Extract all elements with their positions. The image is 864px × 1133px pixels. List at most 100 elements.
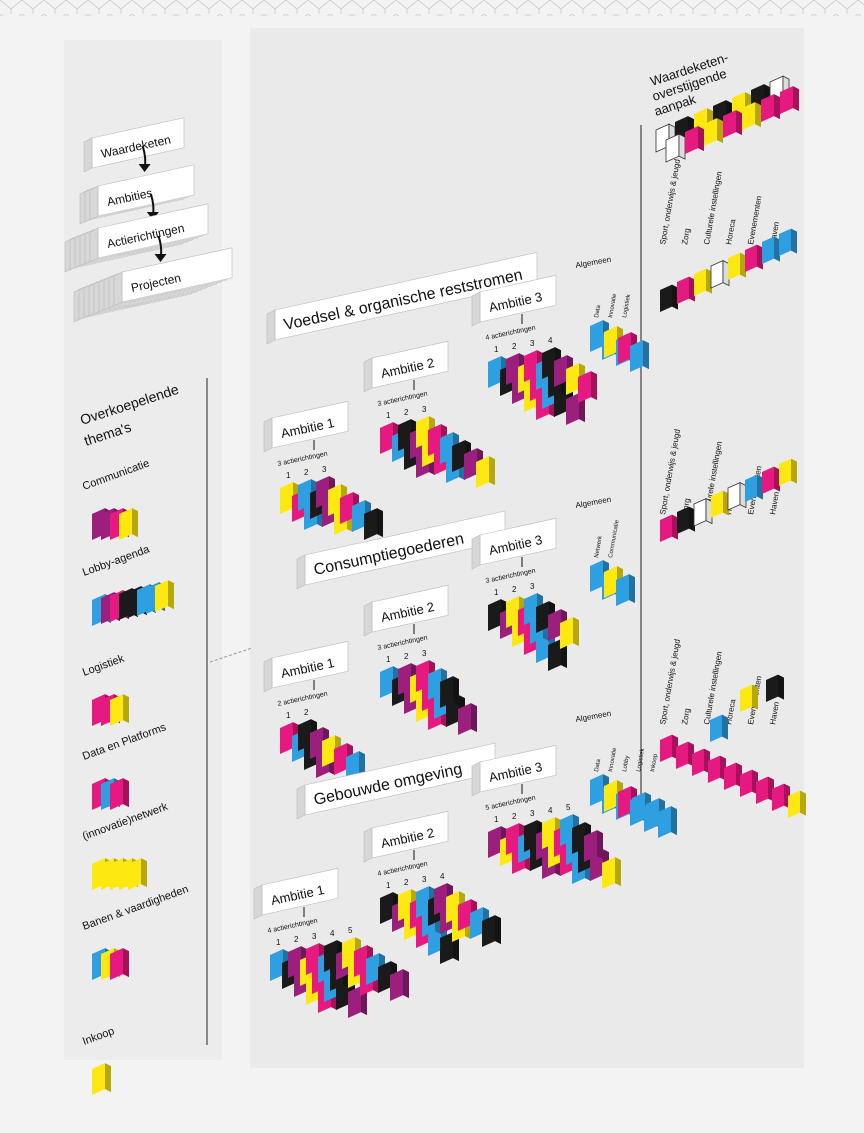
overarch-row1-block-7: [762, 236, 780, 264]
action-number-3-3-1: 1: [494, 815, 499, 824]
general-item-1-1: Data: [594, 304, 602, 318]
action-number-3-1-2: 2: [294, 935, 299, 944]
overarch-top2-block-3: [704, 118, 723, 146]
overarch-extra-block-3: [766, 674, 784, 702]
overarch-row1-block-8: [779, 228, 797, 256]
arrowhead-icon: [154, 254, 167, 262]
theme-block-5-5: [128, 858, 147, 890]
action-number-2-3-3: 3: [530, 582, 535, 591]
overarch-cat-2-2: Zorg: [680, 498, 692, 516]
overarch-row1-block-4: [710, 259, 730, 289]
overarch-row1-block-6: [745, 244, 763, 272]
action-number-1-2-3: 3: [422, 405, 427, 414]
action-number-1-3-1: 1: [494, 345, 499, 354]
action-number-3-1-3: 3: [312, 932, 317, 941]
project-block-3-3-5-3: [584, 830, 603, 862]
overarch-top2-block-1: [665, 133, 686, 163]
overarch-row2-block-4: [711, 490, 729, 518]
top-zigzag-border: [0, 0, 864, 16]
project-block-3-1-5-5: [390, 969, 409, 1001]
overarch-top2-block-6: [761, 94, 780, 122]
overarch-row2-block-8: [779, 458, 797, 486]
project-block-1-1-3-5: [364, 508, 383, 540]
overarch-cat-3-2: Zorg: [680, 708, 692, 726]
overarch-row2-block-2: [677, 506, 695, 534]
overarch-row2-block-7: [762, 466, 780, 494]
action-number-1-3-2: 2: [512, 342, 517, 351]
project-block-2-2-3-3: [440, 676, 459, 708]
action-number-1-1-1: 1: [286, 471, 291, 480]
overarch-cat-3-6: Haven: [768, 701, 781, 725]
general-item-3-4: Logistiek: [636, 747, 646, 772]
overarch-cat-1-2: Zorg: [680, 228, 692, 246]
action-number-3-2-1: 1: [386, 881, 391, 890]
overarch-cat-2-6: Haven: [768, 491, 781, 515]
action-number-3-2-3: 3: [422, 875, 427, 884]
general-item-2-1: Netwerk: [594, 535, 604, 559]
general-item-3-1: Data: [594, 758, 602, 772]
overarch-row2-block-5: [727, 481, 747, 511]
overarch-top2-block-2: [685, 126, 704, 154]
action-number-3-1-1: 1: [276, 938, 281, 947]
overarch-top2-block-7: [780, 86, 799, 114]
action-number-1-1-2: 2: [304, 468, 309, 477]
action-number-1-3-4: 4: [548, 336, 553, 345]
overarch-row2-block-3: [693, 497, 713, 527]
overarch-row1-block-1: [660, 284, 678, 312]
ambition-label-2-3: Ambitie 3: [471, 517, 557, 570]
project-block-1-3-4-4: [578, 371, 597, 403]
action-number-3-2-4: 4: [440, 872, 445, 881]
arrowhead-icon: [138, 164, 151, 172]
action-number-3-3-2: 2: [512, 812, 517, 821]
overarch-row3-block-9: [788, 790, 806, 818]
theme-block-2-8: [155, 580, 174, 612]
project-block-1-2-3-6: [476, 456, 495, 488]
project-block-3-2-4-5: [482, 915, 501, 947]
theme-block-1-4: [119, 508, 138, 540]
chain-1: Voedsel & organische reststromenAmbitie …: [263, 251, 649, 540]
action-number-2-2-3: 3: [422, 649, 427, 658]
ambition-label-2-2: Ambitie 2: [363, 584, 449, 637]
action-number-2-3-2: 2: [512, 585, 517, 594]
overarch-row1-block-3: [694, 268, 712, 296]
action-number-3-1-4: 4: [330, 929, 335, 938]
ambition-label-1-2: Ambitie 2: [363, 340, 449, 393]
overarch-row2-block-6: [745, 474, 763, 502]
hierarchy-step-4: Projecten: [73, 247, 233, 323]
hierarchy-step-2: Ambities: [79, 164, 195, 225]
general-item-3-5: Inkoop: [650, 753, 659, 772]
theme-block-7-1: [92, 1063, 111, 1095]
general-block-b-1-3: [630, 340, 649, 372]
general-item-1-3: Logistiek: [622, 293, 632, 318]
action-number-3-2-2: 2: [404, 878, 409, 887]
project-block-2-2-2-6: [458, 703, 477, 735]
general-item-3-3: Lobby: [622, 755, 631, 772]
action-number-2-1-2: 2: [304, 708, 309, 717]
action-number-3-3-3: 3: [530, 809, 535, 818]
general-item-3-2: Innovatie: [608, 747, 618, 773]
connector-line: [209, 647, 253, 663]
hierarchy-step-3: Actierichtingen: [64, 203, 209, 273]
action-number-2-3-1: 1: [494, 588, 499, 597]
overarch-row1-block-5: [728, 252, 746, 280]
overarch-extra-block-1: [710, 714, 728, 742]
action-number-2-2-1: 1: [386, 655, 391, 664]
general-item-1-2: Innovatie: [608, 293, 618, 319]
overarch-top2-block-5: [742, 102, 761, 130]
project-block-2-3-3-4: [560, 617, 579, 649]
action-number-1-1-3: 3: [322, 465, 327, 474]
action-number-3-3-5: 5: [566, 803, 571, 812]
overarch-row1-block-2: [677, 276, 695, 304]
general-block-b-3-5: [658, 806, 677, 838]
